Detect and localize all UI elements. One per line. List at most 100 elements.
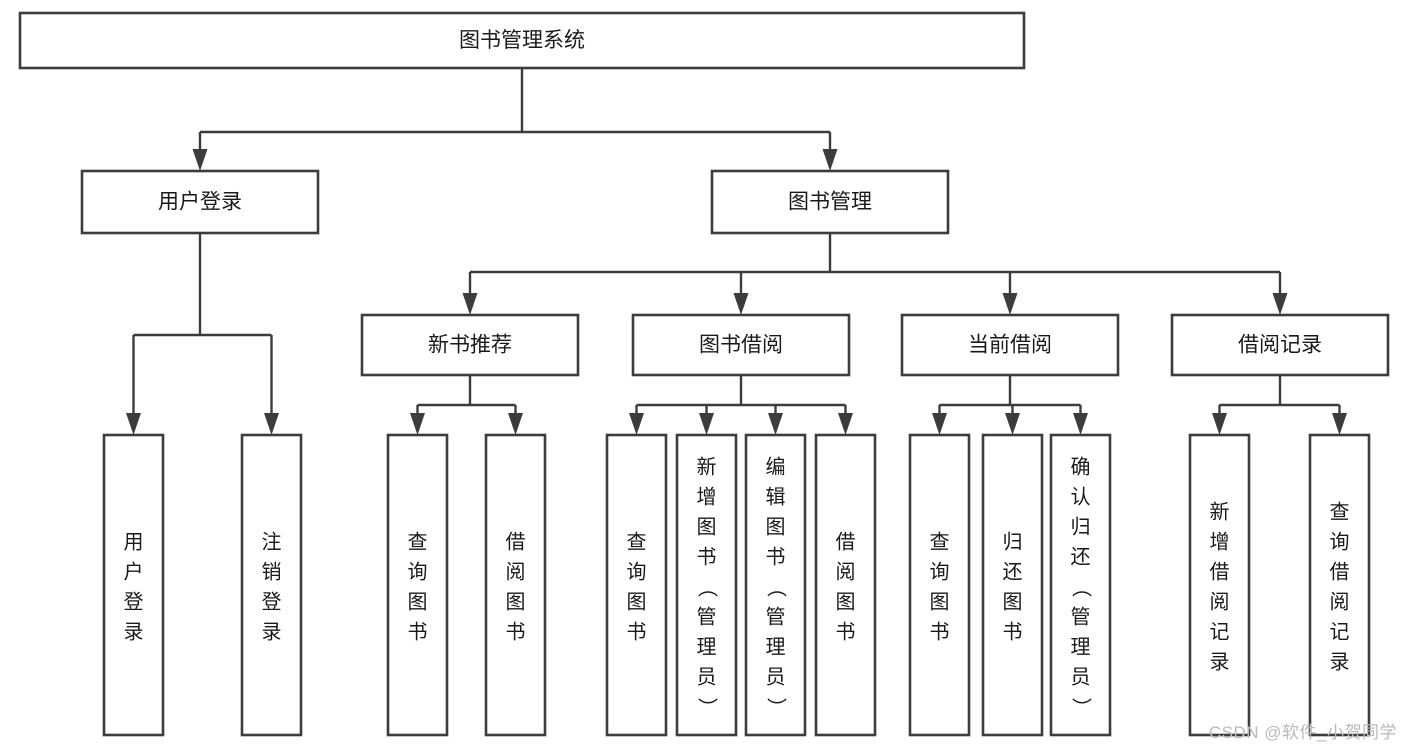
node-label-char: 图 [1003, 591, 1023, 613]
node-label-char: 辑 [766, 485, 786, 508]
node-label-char: 增 [697, 485, 717, 508]
node-label-char: 询 [1330, 530, 1350, 553]
node-label-char: 书 [408, 620, 428, 643]
node-label-char: 还 [1071, 545, 1091, 568]
node-label-char: 用 [124, 531, 144, 553]
node-label-char: 记 [1330, 620, 1350, 643]
node-label-char: 书 [506, 620, 526, 643]
node-label-char: 图 [627, 591, 647, 613]
node-label-char: （ [1070, 577, 1093, 597]
node-label: 图书借阅 [699, 334, 783, 357]
node-label-char: 图 [766, 516, 786, 538]
node-label-char: 户 [124, 560, 144, 583]
node-label-char: 录 [1210, 651, 1230, 673]
node-label-char: ） [1070, 697, 1093, 717]
node-label-char: 录 [124, 621, 144, 643]
node-label-char: 询 [408, 560, 428, 583]
node-label-char: 新 [697, 455, 717, 478]
edge-group-user-login [126, 233, 279, 435]
node-label-char: 查 [627, 530, 647, 553]
node-label-char: 记 [1210, 620, 1230, 643]
node-label-char: 阅 [836, 560, 856, 583]
node-label-char: 录 [262, 621, 282, 643]
edge-group-book-borrow [629, 375, 853, 435]
node-label-char: 书 [766, 545, 786, 568]
node-label-char: 登 [262, 590, 282, 613]
node-label-char: 管 [1071, 605, 1091, 628]
node-label: 用户登录 [158, 191, 242, 214]
node-label-char: 编 [766, 455, 786, 478]
node-book-manage[interactable]: 图书管理 [710, 169, 950, 235]
node-label-char: 图 [697, 516, 717, 538]
node-label-char: 认 [1071, 485, 1091, 508]
node-label-char: 阅 [1210, 590, 1230, 613]
node-label-char: 查 [408, 530, 428, 553]
node-label-char: 管 [697, 605, 717, 628]
node-label-char: ） [765, 697, 788, 717]
node-borrow-record[interactable]: 借阅记录 [1170, 313, 1390, 377]
node-label-char: 新 [1210, 500, 1230, 523]
node-label-char: 理 [766, 636, 786, 658]
node-label: 图书管理系统 [459, 29, 585, 52]
node-label-char: 录 [1330, 651, 1350, 673]
node-label-char: 登 [124, 590, 144, 613]
node-label-char: （ [696, 577, 719, 597]
node-label-char: 归 [1003, 530, 1023, 553]
node-label-char: 查 [930, 530, 950, 553]
node-label-char: 书 [836, 620, 856, 643]
node-label-char: 书 [930, 620, 950, 643]
node-label-char: 借 [1210, 560, 1230, 583]
node-label: 借阅记录 [1238, 334, 1322, 357]
node-label-char: 管 [766, 605, 786, 628]
edge-group-current-borrow [932, 375, 1088, 435]
edge-group-new-book-rec [410, 375, 523, 435]
node-label-char: 增 [1210, 530, 1230, 553]
node-label-char: 阅 [1330, 590, 1350, 613]
nodes-layer: 图书管理系统用户登录图书管理新书推荐图书借阅当前借阅借阅记录用户登录注销登录查询… [18, 11, 1390, 737]
edge-group-root [192, 68, 838, 171]
node-label-char: 阅 [506, 560, 526, 583]
edges-layer [126, 68, 1347, 435]
edge-group-borrow-record [1212, 375, 1347, 435]
node-root[interactable]: 图书管理系统 [18, 11, 1026, 70]
node-label-char: ） [696, 697, 719, 717]
node-book-borrow[interactable]: 图书借阅 [631, 313, 851, 377]
node-leaf-user-login[interactable]: 用户登录 [102, 433, 165, 737]
node-user-login[interactable]: 用户登录 [80, 169, 320, 235]
node-label-char: 理 [1071, 636, 1091, 658]
node-label-char: 确 [1071, 455, 1091, 478]
node-label-char: 书 [627, 620, 647, 643]
node-label-char: 查 [1330, 500, 1350, 523]
node-label: 图书管理 [788, 191, 872, 214]
node-label-char: 理 [697, 636, 717, 658]
node-label-char: 注 [262, 530, 282, 553]
node-label-char: 借 [1330, 560, 1350, 583]
node-label-char: 还 [1003, 560, 1023, 583]
node-new-book-rec[interactable]: 新书推荐 [360, 313, 580, 377]
node-label-char: 员 [1071, 666, 1091, 688]
node-label-char: 借 [506, 530, 526, 553]
node-label-char: 员 [766, 666, 786, 688]
node-label-char: 图 [506, 591, 526, 613]
node-label-char: 图 [836, 591, 856, 613]
node-label: 新书推荐 [428, 334, 512, 357]
node-label-char: 归 [1071, 515, 1091, 538]
node-label: 当前借阅 [968, 334, 1052, 357]
node-label-char: 员 [697, 666, 717, 688]
node-label-char: 借 [836, 530, 856, 553]
node-current-borrow[interactable]: 当前借阅 [900, 313, 1120, 377]
